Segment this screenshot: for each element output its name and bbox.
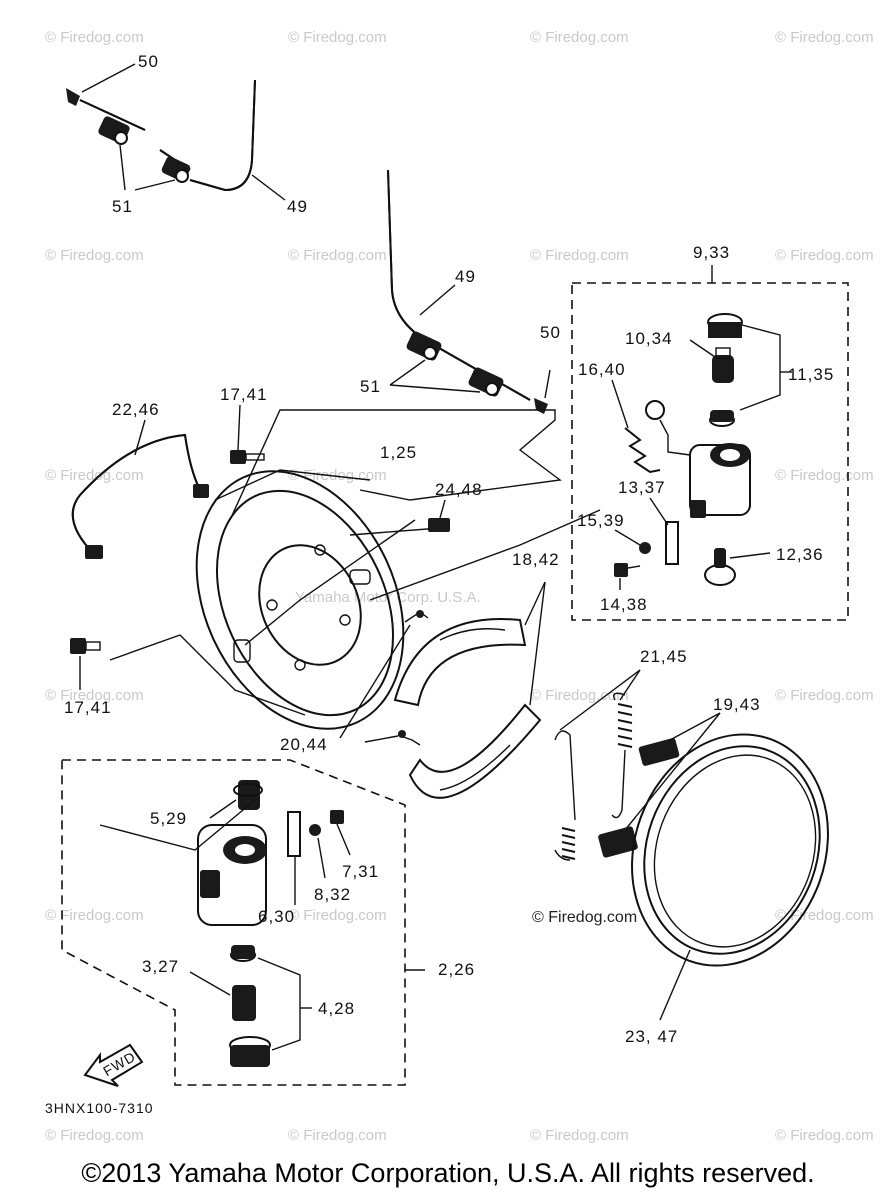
part-label-16-40: 16,40: [578, 360, 626, 379]
watermark: © Firedog.com: [775, 1127, 874, 1144]
watermark: © Firedog.com: [45, 467, 144, 484]
watermark: © Firedog.com: [530, 1127, 629, 1144]
watermark: © Firedog.com: [45, 29, 144, 46]
part-labels: 50 51 49 49 50 51 9,33 10,34 11,35 16,40…: [64, 52, 834, 1046]
part-label-50: 50: [138, 52, 159, 71]
part-label-15-39: 15,39: [577, 511, 625, 530]
watermark: © Firedog.com: [45, 247, 144, 264]
watermark: © Firedog.com: [288, 907, 387, 924]
watermark: © Firedog.com: [775, 29, 874, 46]
part-label-50: 50: [540, 323, 561, 342]
part-label-3-27: 3,27: [142, 957, 179, 976]
brake-hose: [71, 419, 209, 559]
watermark: © Firedog.com: [45, 1127, 144, 1144]
part-label-6-30: 6,30: [258, 907, 295, 926]
drum-seal-ring: [631, 733, 829, 1021]
diagram-code: 3HNX100-7310: [45, 1100, 154, 1116]
part-label-23-47: 23, 47: [625, 1027, 678, 1046]
watermark-center: © Firedog.com: [532, 909, 637, 926]
part-label-24-48: 24,48: [435, 480, 483, 499]
part-label-13-37: 13,37: [618, 478, 666, 497]
part-label-10-34: 10,34: [625, 329, 673, 348]
part-label-51: 51: [360, 377, 381, 396]
part-label-17-41: 17,41: [64, 698, 112, 717]
part-label-51: 51: [112, 197, 133, 216]
part-label-21-45: 21,45: [640, 647, 688, 666]
part-label-49: 49: [287, 197, 308, 216]
part-label-49: 49: [455, 267, 476, 286]
watermark: © Firedog.com: [530, 29, 629, 46]
shoe-clip: [598, 712, 721, 858]
watermark: © Firedog.com: [288, 29, 387, 46]
part-label-7-31: 7,31: [342, 862, 379, 881]
brake-pipe-top: [66, 63, 286, 201]
part-label-11-35: 11,35: [788, 365, 834, 384]
part-label-8-32: 8,32: [314, 885, 351, 904]
watermark: © Firedog.com: [775, 907, 874, 924]
watermark: © Firedog.com: [530, 247, 629, 264]
watermark: © Firedog.com: [775, 687, 874, 704]
part-label-14-38: 14,38: [600, 595, 648, 614]
watermark: © Firedog.com: [288, 247, 387, 264]
part-label-2-26: 2,26: [438, 960, 475, 979]
clip: [66, 88, 80, 106]
watermark: © Firedog.com: [45, 907, 144, 924]
brake-backing-plate: [109, 409, 601, 730]
watermark: © Firedog.com: [775, 247, 874, 264]
wheel-cylinder-kit-upper: [571, 265, 849, 621]
fwd-arrow-icon: FWD: [83, 1043, 144, 1087]
union-bolt-fitting: [98, 116, 191, 183]
watermark: © Firedog.com: [288, 467, 387, 484]
part-label-17-41: 17,41: [220, 385, 268, 404]
part-label-19-43: 19,43: [713, 695, 761, 714]
pin: [339, 610, 429, 746]
watermark: © Firedog.com: [288, 1127, 387, 1144]
watermark: © Firedog.com: [45, 687, 144, 704]
part-label-18-42: 18,42: [512, 550, 560, 569]
copyright-notice: ©2013 Yamaha Motor Corporation, U.S.A. A…: [81, 1158, 815, 1188]
bleed-screw: [428, 499, 450, 532]
part-label-22-46: 22,46: [112, 400, 160, 419]
watermark-layer: © Firedog.com © Firedog.com © Firedog.co…: [45, 29, 874, 1144]
part-label-12-36: 12,36: [776, 545, 824, 564]
brake-pipe-middle: [387, 169, 551, 414]
watermark: © Firedog.com: [775, 467, 874, 484]
part-label-9-33: 9,33: [693, 243, 730, 262]
return-spring: [554, 669, 641, 861]
part-label-1-25: 1,25: [380, 443, 417, 462]
watermark: © Firedog.com: [530, 687, 629, 704]
part-label-5-29: 5,29: [150, 809, 187, 828]
part-label-20-44: 20,44: [280, 735, 328, 754]
brake-shoe: [393, 581, 546, 799]
part-label-4-28: 4,28: [318, 999, 355, 1018]
bolt: [70, 404, 265, 690]
wheel-cylinder-kit-lower: [61, 759, 425, 1086]
